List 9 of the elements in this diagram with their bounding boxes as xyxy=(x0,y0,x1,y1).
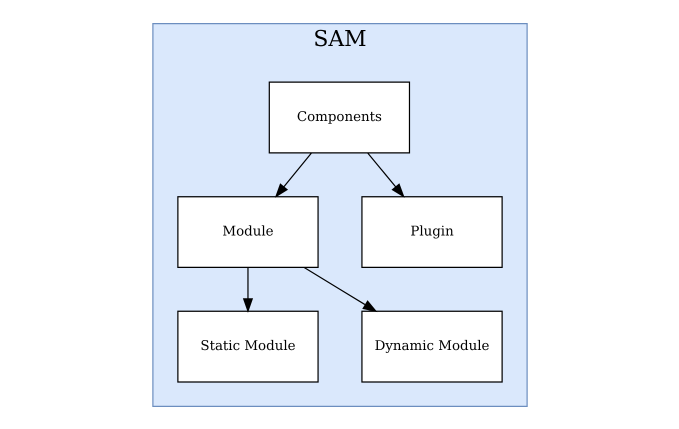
arrow xyxy=(242,267,253,312)
arrow xyxy=(274,152,312,198)
node-box: Static Module xyxy=(176,310,318,382)
node-box: Dynamic Module xyxy=(360,310,502,382)
node-box: Plugin xyxy=(360,196,502,268)
node-box: Module xyxy=(176,196,318,268)
arrow xyxy=(366,152,404,198)
arrow xyxy=(303,266,377,312)
node-box: Components xyxy=(268,81,410,153)
